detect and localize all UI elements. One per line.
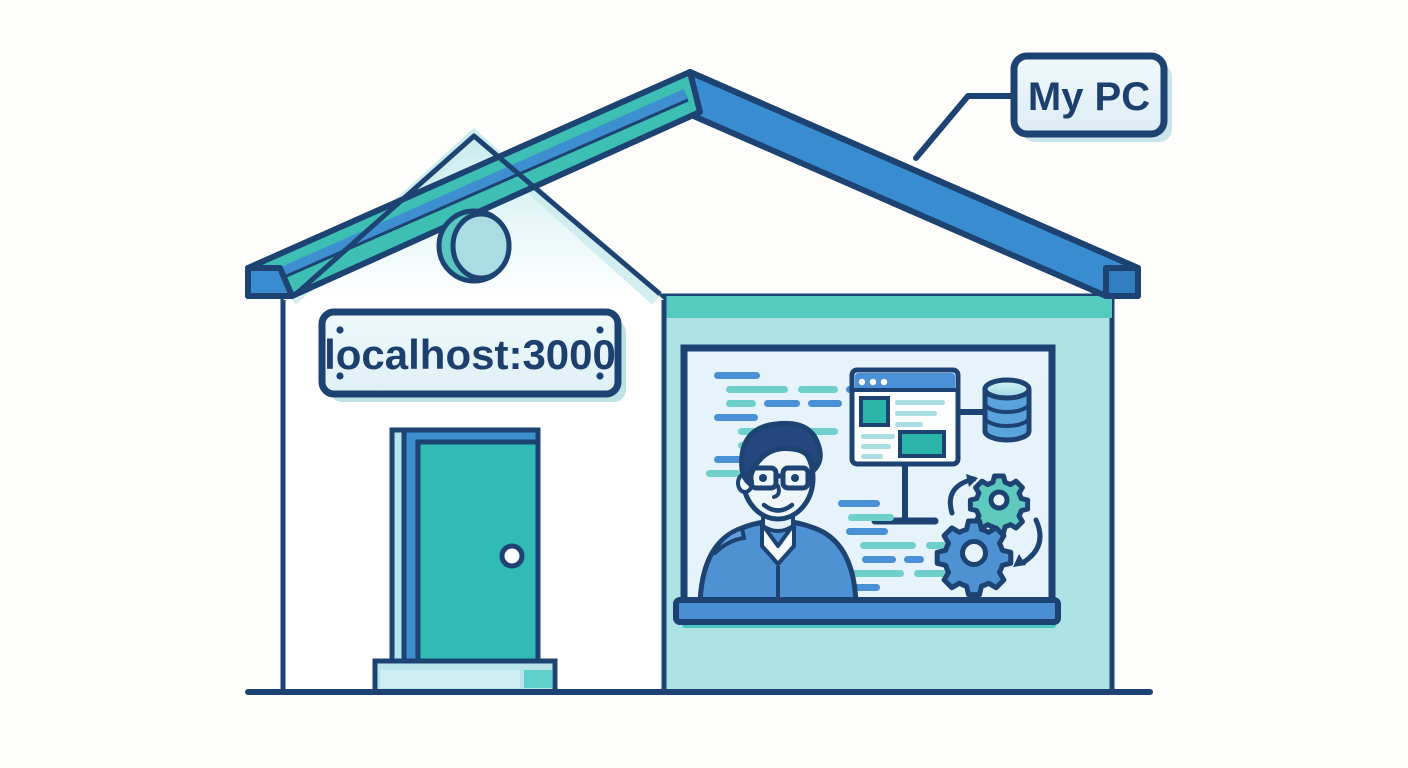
house-roof — [245, 69, 1141, 299]
door-step — [372, 658, 558, 695]
sign-screw-tr — [596, 326, 604, 334]
database-cylinder — [982, 377, 1032, 443]
code-line — [862, 556, 896, 563]
code-line — [848, 514, 894, 521]
code-line — [714, 372, 760, 379]
door-knob[interactable] — [499, 543, 525, 569]
code-line — [914, 570, 948, 577]
developer-avatar — [697, 420, 859, 600]
sign-screw-br — [596, 372, 604, 380]
code-line — [714, 414, 758, 421]
code-line — [848, 570, 904, 577]
my-pc-callout[interactable]: My PC — [913, 52, 1172, 161]
gears-group — [934, 473, 1043, 598]
my-pc-label: My PC — [1028, 75, 1150, 119]
code-line — [846, 528, 888, 535]
code-line — [764, 400, 800, 407]
callout-leader-line — [913, 93, 1017, 161]
code-line — [904, 556, 924, 563]
browser-dot-3 — [880, 378, 888, 386]
code-line — [706, 470, 740, 477]
code-line — [838, 500, 880, 507]
code-line — [798, 386, 838, 393]
sign-screw-tl — [336, 326, 344, 334]
localhost-sign-label: localhost:3000 — [324, 331, 616, 378]
code-line — [808, 400, 842, 407]
glasses-icon — [742, 465, 811, 491]
code-line — [860, 542, 916, 549]
code-line — [726, 400, 756, 407]
code-line — [726, 386, 788, 393]
gear-large-icon — [934, 518, 1014, 598]
browser-dot-2 — [869, 378, 877, 386]
code-line — [808, 428, 838, 435]
browser-window-mock — [849, 367, 985, 525]
front-door[interactable] — [389, 427, 541, 675]
localhost-sign[interactable]: localhost:3000 — [318, 308, 626, 402]
sign-screw-bl — [336, 372, 344, 380]
browser-dot-1 — [858, 378, 866, 386]
attic-round-window — [436, 208, 512, 284]
window-sill — [673, 597, 1061, 628]
developer-window — [680, 344, 1056, 608]
